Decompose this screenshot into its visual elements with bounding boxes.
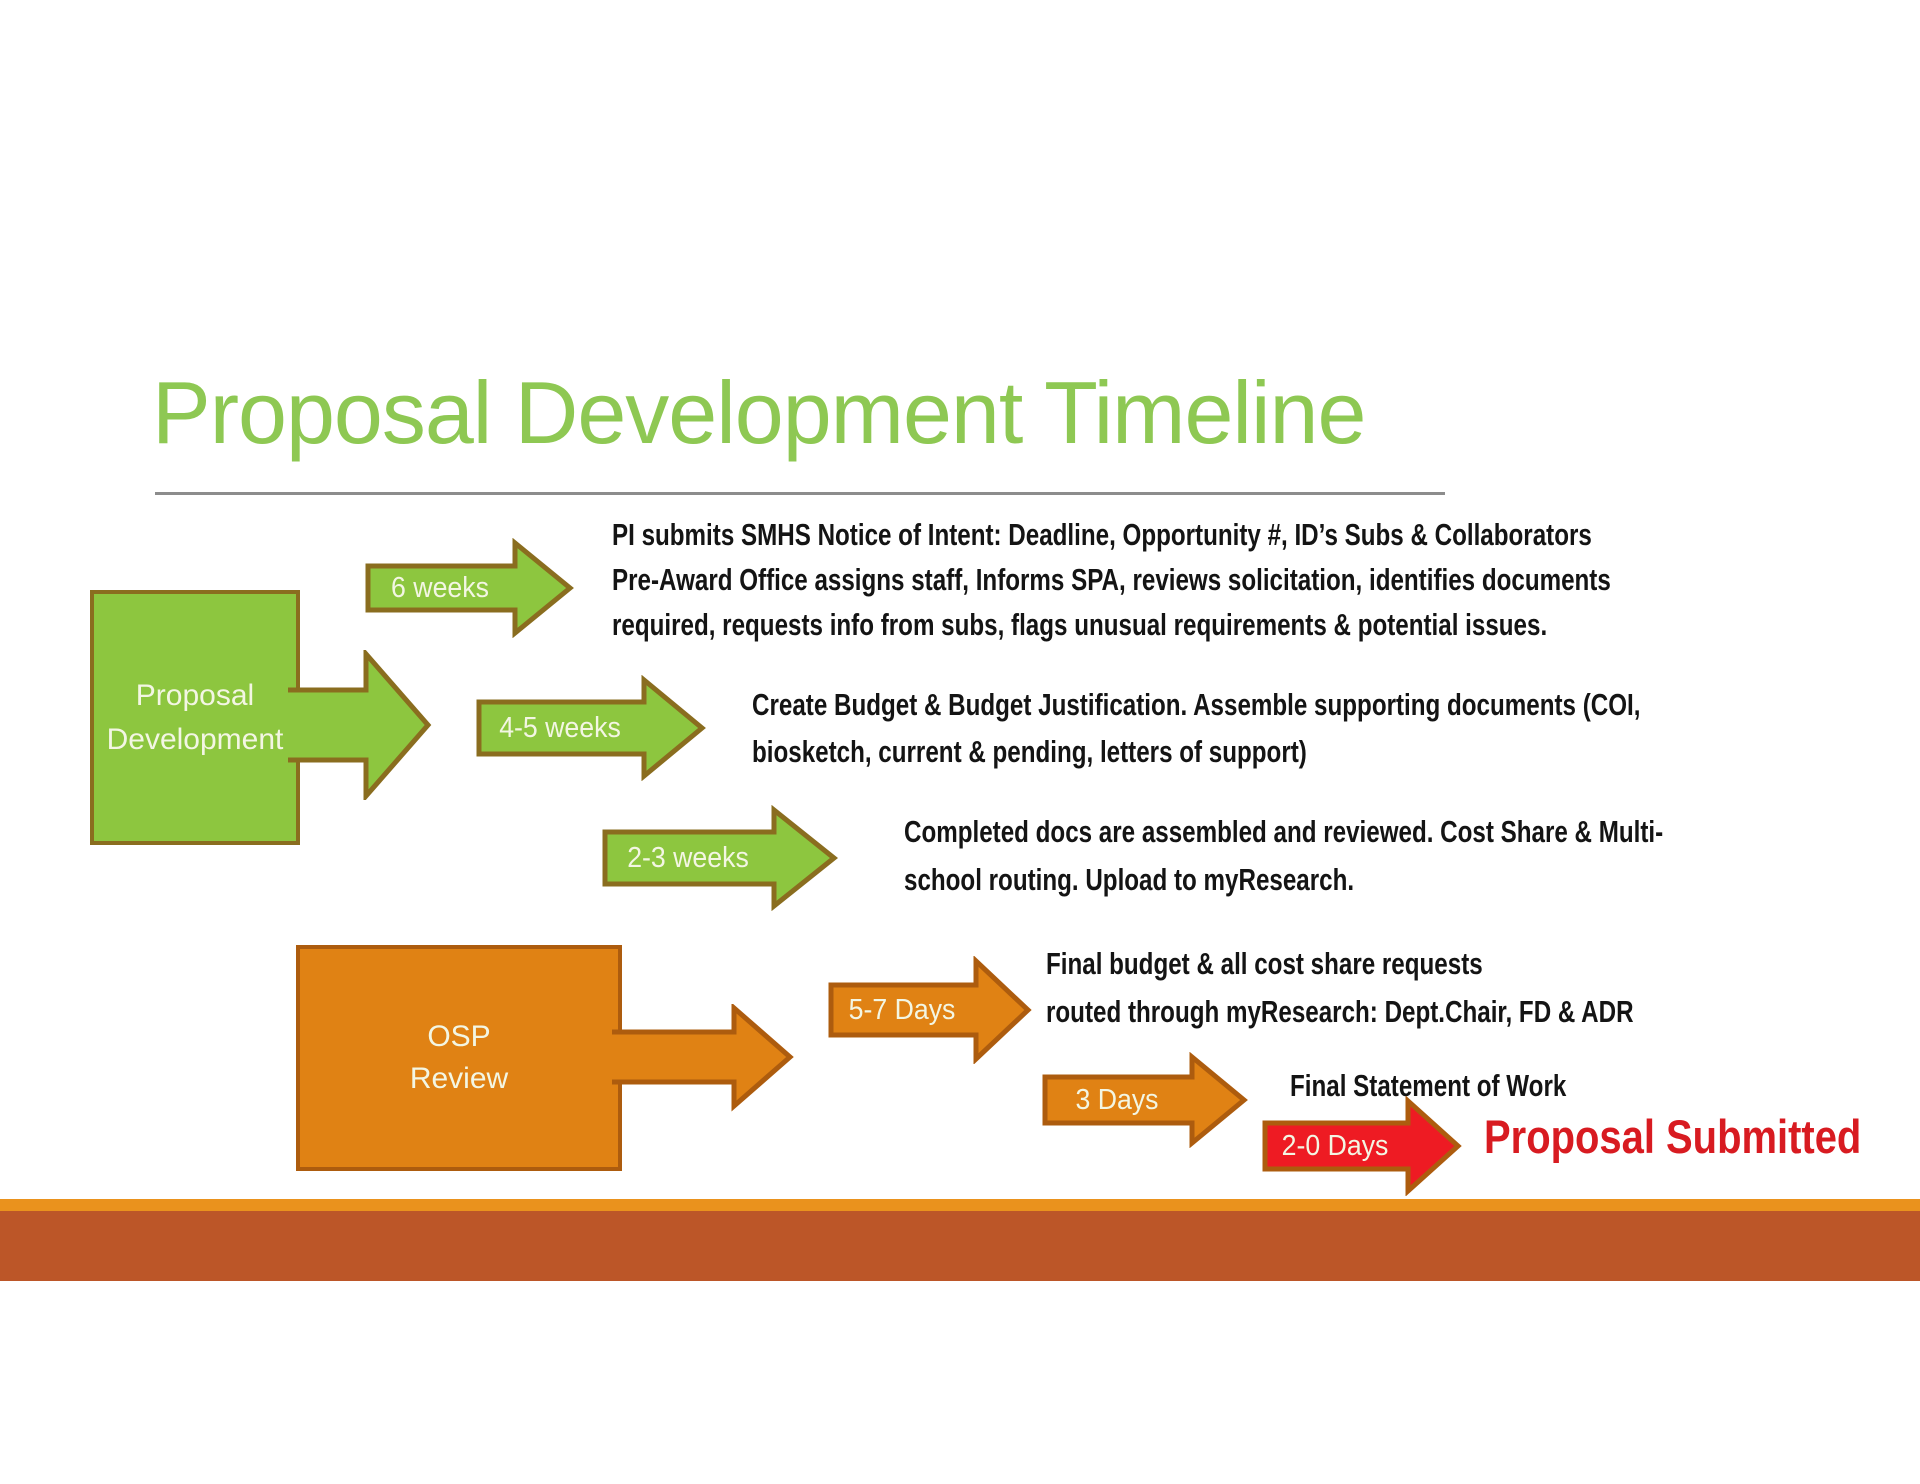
duration-label: 2-3 weeks	[627, 841, 749, 874]
description-line: biosketch, current & pending, letters of…	[752, 734, 1307, 769]
step-3-description: Completed docs are assembled and reviewe…	[904, 808, 1663, 904]
footer-accent-strip	[0, 1199, 1920, 1211]
description-line: Final Statement of Work	[1290, 1068, 1567, 1103]
phase-box-osp-review: OSP Review	[296, 945, 622, 1171]
description-line: school routing. Upload to myResearch.	[904, 862, 1355, 897]
duration-arrow-2-3-weeks: 2-3 weeks	[602, 805, 838, 911]
duration-arrow-6-weeks: 6 weeks	[365, 538, 575, 638]
duration-label: 3 Days	[1075, 1083, 1159, 1116]
duration-label: 5-7 Days	[848, 993, 956, 1026]
description-line: PI submits SMHS Notice of Intent: Deadli…	[612, 517, 1592, 552]
block-arrow-shape	[1262, 1096, 1462, 1196]
block-arrow-shape	[365, 538, 574, 638]
block-arrow-shape	[288, 650, 432, 800]
description-line: Completed docs are assembled and reviewe…	[904, 814, 1664, 849]
duration-arrow-5-7-days: 5-7 Days	[828, 956, 1032, 1064]
duration-label: 4-5 weeks	[499, 711, 621, 744]
phase-label-line: OSP	[427, 1020, 491, 1053]
duration-label: 6 weeks	[391, 571, 489, 604]
duration-label: 2-0 Days	[1281, 1129, 1389, 1162]
description-line: Final budget & all cost share requests	[1046, 946, 1483, 981]
title-underline	[155, 492, 1445, 495]
block-arrow-shape	[828, 956, 1032, 1064]
slide-title: Proposal Development Timeline	[152, 363, 1366, 462]
step-2-description: Create Budget & Budget Justification. As…	[752, 681, 1640, 775]
block-arrow-shape	[612, 1004, 794, 1112]
block-arrow-shape	[602, 805, 838, 911]
connector-arrow-osp-review	[612, 1004, 796, 1112]
footer-accent-bar	[0, 1211, 1920, 1281]
proposal-submitted-text: Proposal Submitted	[1484, 1110, 1862, 1163]
block-arrow-shape	[1042, 1052, 1248, 1148]
phase-label-line: Proposal	[135, 678, 255, 712]
duration-arrow-4-5-weeks: 4-5 weeks	[476, 675, 706, 781]
duration-arrow-3-days: 3 Days	[1042, 1052, 1248, 1148]
phase-label-line: Development	[106, 722, 284, 756]
step-1-description: PI submits SMHS Notice of Intent: Deadli…	[612, 512, 1611, 647]
description-line: routed through myResearch: Dept.Chair, F…	[1046, 994, 1634, 1029]
phase-box-proposal-development: Proposal Development	[90, 590, 300, 845]
connector-arrow-proposal-development	[288, 650, 434, 800]
step-5-description: Final Statement of Work	[1290, 1066, 1566, 1106]
description-line: Pre-Award Office assigns staff, Informs …	[612, 562, 1611, 597]
description-line: required, requests info from subs, flags…	[612, 607, 1548, 642]
step-4-description: Final budget & all cost share requests r…	[1046, 940, 1634, 1036]
block-arrow-shape	[476, 675, 706, 781]
phase-label-line: Review	[409, 1062, 509, 1095]
description-line: Create Budget & Budget Justification. As…	[752, 687, 1641, 722]
duration-arrow-2-0-days: 2-0 Days	[1262, 1096, 1462, 1196]
